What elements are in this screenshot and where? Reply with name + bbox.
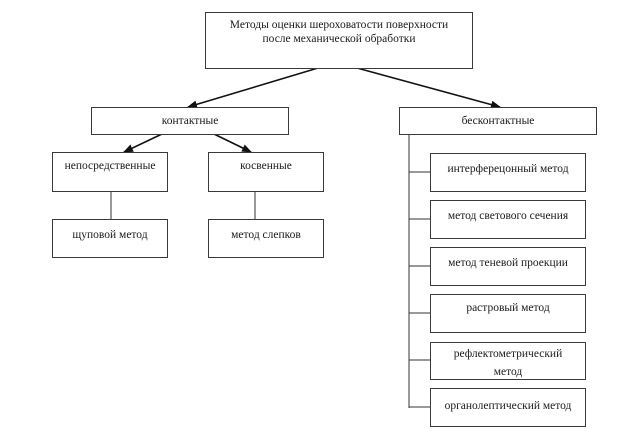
replica-method-label: метод слепков: [231, 229, 301, 241]
indirect-label: косвенные: [240, 160, 292, 172]
arrow-contact-to-direct: [123, 133, 163, 153]
root-node: Методы оценки шероховатости поверхности …: [205, 12, 473, 69]
noncontact-method-node: интерферецонный метод: [430, 153, 586, 192]
method-label-line2: метод: [493, 366, 523, 378]
replica-method-node: метод слепков: [208, 219, 324, 258]
arrow-root-to-contact: [187, 67, 319, 109]
direct-label: непосредственные: [64, 160, 156, 172]
noncontact-method-node: органолептический метод: [430, 388, 586, 427]
method-label: растровый метод: [466, 302, 550, 314]
root-label-line1: Методы оценки шероховатости поверхности: [229, 19, 449, 31]
probe-method-label: щуповой метод: [72, 229, 148, 241]
noncontact-method-node: растровый метод: [430, 294, 586, 333]
arrow-root-to-noncontact: [356, 67, 501, 109]
indirect-node: косвенные: [208, 152, 324, 192]
method-label: интерферецонный метод: [447, 163, 569, 175]
noncontact-method-node: метод теневой проекции: [430, 247, 586, 286]
contact-node: контактные: [91, 107, 289, 135]
noncontact-label: бесконтактные: [461, 115, 535, 127]
method-label: рефлектометрический: [453, 348, 563, 360]
contact-label: контактные: [161, 115, 219, 127]
root-label-line2: после механической обработки: [262, 33, 416, 45]
noncontact-method-node: рефлектометрический метод: [430, 342, 586, 380]
noncontact-node: бесконтактные: [399, 107, 597, 135]
noncontact-method-node: метод светового сечения: [430, 200, 586, 239]
direct-node: непосредственные: [52, 152, 168, 192]
method-label: органолептический метод: [444, 400, 572, 412]
method-label: метод теневой проекции: [448, 257, 568, 269]
method-label: метод светового сечения: [447, 210, 569, 222]
arrow-contact-to-indirect: [213, 133, 252, 153]
probe-method-node: щуповой метод: [52, 219, 168, 258]
